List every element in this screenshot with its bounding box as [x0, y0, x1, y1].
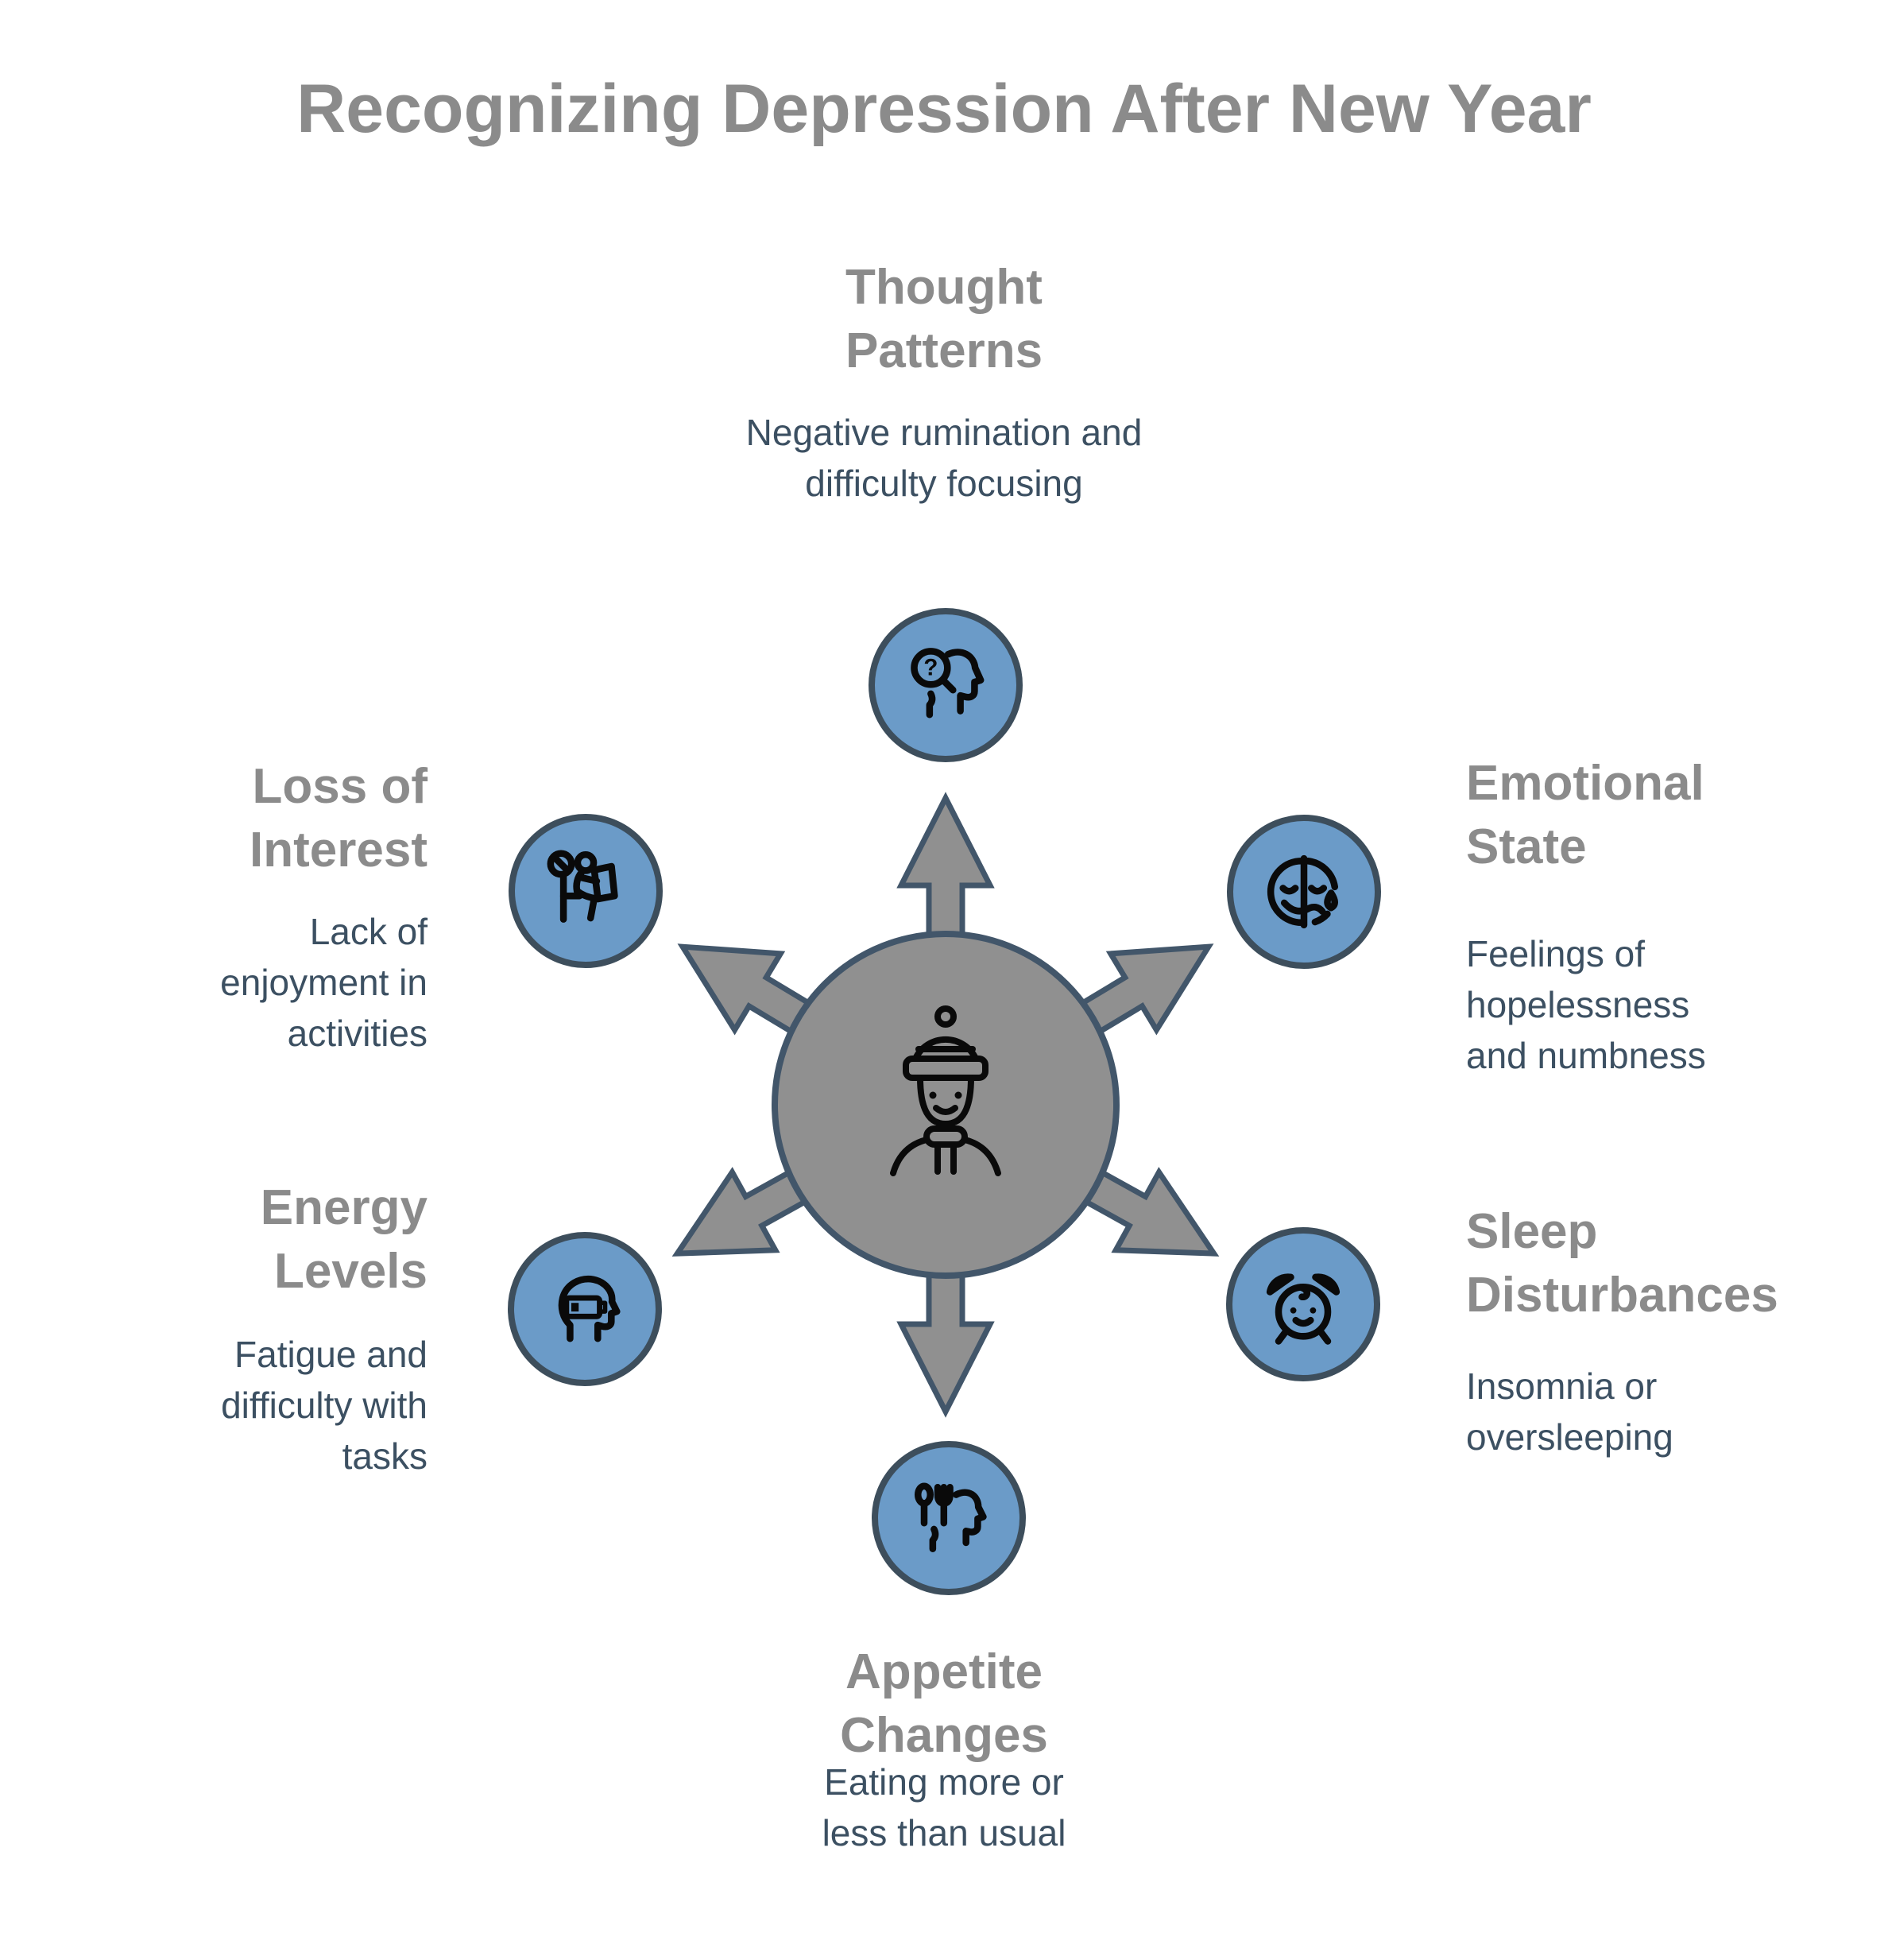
- description-energy-levels: Fatigue and difficulty with tasks: [48, 1329, 428, 1482]
- heading-line: Patterns: [845, 323, 1043, 378]
- heading-line: State: [1466, 819, 1587, 874]
- heading-line: Energy: [260, 1180, 428, 1235]
- no-activity-reading-icon: [547, 850, 618, 923]
- description-line: difficulty focusing: [805, 463, 1083, 504]
- heading-line: Interest: [250, 823, 428, 877]
- node-loss-of-interest: [509, 814, 663, 968]
- winter-person-icon: [890, 1005, 1001, 1176]
- description-line: Eating more or: [824, 1761, 1064, 1803]
- node-energy-levels: [508, 1232, 662, 1386]
- description-loss-of-interest: Lack of enjoyment in activities: [48, 906, 428, 1059]
- heading-line: Changes: [840, 1708, 1048, 1763]
- heading-energy-levels: Energy Levels: [48, 1176, 428, 1303]
- heading-line: Levels: [273, 1244, 428, 1299]
- cutlery-head-icon: [914, 1482, 987, 1553]
- description-sleep-disturbances: Insomnia or oversleeping: [1466, 1361, 1888, 1462]
- hub-arrows: [671, 792, 1220, 1418]
- description-line: difficulty with: [221, 1385, 428, 1426]
- description-line: enjoyment in: [220, 962, 428, 1003]
- heading-loss-of-interest: Loss of Interest: [48, 755, 428, 882]
- heading-line: Appetite: [845, 1644, 1043, 1699]
- description-line: Negative rumination and: [745, 412, 1143, 453]
- description-line: tasks: [342, 1435, 428, 1477]
- description-line: and numbness: [1466, 1035, 1706, 1076]
- node-sleep-disturbances: [1226, 1227, 1380, 1381]
- split-face-tear-icon: [1267, 854, 1339, 929]
- page-title: Recognizing Depression After New Year: [296, 71, 1592, 147]
- node-emotional-state: [1227, 815, 1381, 969]
- description-emotional-state: Feelings of hopelessness and numbness: [1466, 928, 1888, 1081]
- heading-line: Disturbances: [1466, 1268, 1778, 1323]
- heading-appetite-changes: Appetite Changes: [586, 1640, 1302, 1768]
- heading-emotional-state: Emotional State: [1466, 752, 1888, 879]
- battery-head-icon: [558, 1275, 621, 1342]
- description-line: Feelings of: [1466, 933, 1646, 974]
- description-line: Fatigue and: [234, 1334, 428, 1375]
- description-thought-patterns: Negative rumination and difficulty focus…: [547, 407, 1341, 509]
- heading-line: Loss of: [252, 759, 428, 814]
- heading-thought-patterns: Thought Patterns: [547, 256, 1341, 383]
- heading-sleep-disturbances: Sleep Disturbances: [1466, 1200, 1888, 1327]
- node-thought-patterns: ?: [869, 608, 1023, 762]
- description-line: Insomnia or: [1466, 1365, 1658, 1407]
- description-line: activities: [287, 1013, 428, 1054]
- description-line: less than usual: [822, 1812, 1066, 1853]
- description-line: Lack of: [309, 911, 428, 952]
- hub-circle: [772, 931, 1120, 1279]
- description-line: oversleeping: [1466, 1416, 1673, 1458]
- heading-line: Emotional: [1466, 756, 1704, 811]
- magnifier-question-head-icon: ?: [911, 648, 985, 719]
- alarm-clock-face-icon: [1266, 1273, 1341, 1345]
- heading-line: Sleep: [1466, 1204, 1598, 1259]
- node-appetite-changes: [872, 1441, 1026, 1595]
- description-line: hopelessness: [1466, 984, 1690, 1025]
- svg-text:?: ?: [923, 655, 938, 681]
- description-appetite-changes: Eating more or less than usual: [586, 1757, 1302, 1858]
- heading-line: Thought: [845, 260, 1043, 315]
